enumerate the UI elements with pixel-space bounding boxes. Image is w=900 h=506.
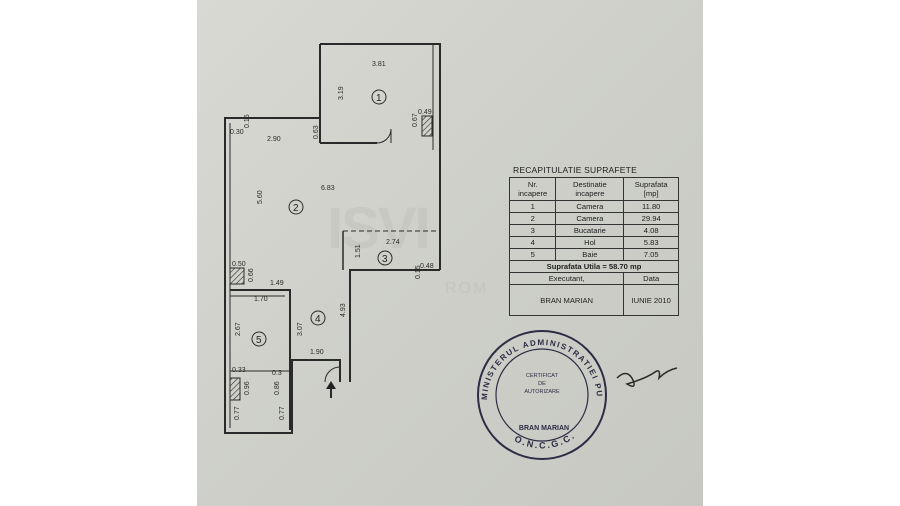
room-number-5: 5 [256,335,262,346]
executant-date: IUNIE 2010 [623,284,679,316]
cell-nr: 1 [508,200,557,213]
watermark-sub: ROM [445,280,489,297]
column-hatch-1 [421,115,433,137]
dim-label: 5.60 [257,190,264,204]
cell-nr: 2 [508,212,557,225]
wall-outer [224,117,341,434]
table-row: 4 Hol 5.83 [508,236,679,249]
watermark: ISVI [327,196,431,261]
wall-room-3-bottom [349,269,440,382]
dim-label: 0.96 [244,381,251,395]
table-header-row: Nr. incapere Destinatie incapere Suprafa… [508,177,679,201]
cell-nr: 4 [508,236,557,249]
cell-destinatie: Camera [555,212,625,225]
cell-destinatie: Bucatarie [555,224,625,237]
dim-label: 0.49 [418,109,432,116]
data-label: Data [623,272,679,285]
dim-label: 0.77 [279,406,286,420]
dim-label: 0.66 [248,268,255,282]
dim-label: 1.51 [355,244,362,258]
executant-label: Executant, [508,272,625,285]
dim-label: 2.74 [386,239,400,246]
executant-name: BRAN MARIAN [508,284,625,316]
dim-label: 1.90 [310,349,324,356]
recap-title: RECAPITULATIE SUPRAFETE [513,165,637,175]
dim-label: 4.93 [340,303,347,317]
room-number-1: 1 [376,93,382,104]
surfaces-table: Nr. incapere Destinatie incapere Suprafa… [508,177,679,316]
executant-header-row: Executant, Data [508,272,679,285]
dim-label: 0.33 [232,367,246,374]
cell-destinatie: Hol [555,236,625,249]
executant-row: BRAN MARIAN IUNIE 2010 [508,284,679,316]
dim-label: 1.49 [270,280,284,287]
column-hatch-3 [229,377,241,401]
room-number-2: 2 [293,203,299,214]
dim-label: 2.67 [235,322,242,336]
dim-label: 0.48 [420,263,434,270]
cell-nr: 5 [508,248,557,261]
cell-suprafata: 11.80 [623,200,679,213]
stamp-name: BRAN MARIAN [519,425,569,432]
dim-label: 3.81 [372,61,386,68]
stamp-bottom-text: O.N.C.G.C. [513,430,578,450]
recap-surfaces-panel: RECAPITULATIE SUPRAFETE Nr. incapere Des… [508,165,681,316]
dim-label: 0.63 [313,125,320,139]
cell-suprafata: 4.08 [623,224,679,237]
header-destinatie: Destinatie incapere [555,177,625,201]
dim-label: 0.86 [274,381,281,395]
total-row: Suprafata Utila = 58.70 mp [509,260,679,273]
cell-suprafata: 7.05 [623,248,679,261]
dim-label: 0.15 [244,114,251,128]
signature [616,367,678,387]
dim-label: 0.15 [415,265,422,279]
dim-label: 1.70 [254,296,268,303]
dim-label: 0.77 [234,406,241,420]
room-number-3: 3 [382,254,388,265]
wall-room-1-top [320,43,441,150]
cell-nr: 3 [508,224,557,237]
cell-destinatie: Camera [555,200,625,213]
column-hatch-2 [229,267,245,285]
dim-label: 0.50 [232,261,246,268]
cell-suprafata: 5.83 [623,236,679,249]
dim-label: 6.83 [321,185,335,192]
header-nr: Nr. incapere [508,177,557,201]
total-surface: Suprafata Utila = 58.70 mp [509,260,679,273]
dim-label: 0.67 [412,113,419,127]
dim-label: 0.3 [272,370,282,377]
cell-destinatie: Baie [555,248,625,261]
stamp-center-2: DE [538,381,546,387]
stamp-center-1: CERTIFICAT [526,373,559,379]
table-row: 3 Bucatarie 4.08 [508,224,679,237]
header-suprafata: Suprafata [mp] [623,177,679,201]
stamp-center-3: AUTORIZARE [524,389,560,395]
dim-label: 0.30 [230,129,244,136]
table-row: 5 Baie 7.05 [508,248,679,261]
dim-label: 3.19 [338,86,345,100]
dim-label: 2.90 [267,136,281,143]
table-row: 2 Camera 29.94 [508,212,679,225]
room-number-4: 4 [315,314,321,325]
cell-suprafata: 29.94 [623,212,679,225]
dim-label: 3.07 [297,322,304,336]
table-row: 1 Camera 11.80 [508,200,679,213]
floor-plan-document: ISVI ROM [197,0,703,506]
